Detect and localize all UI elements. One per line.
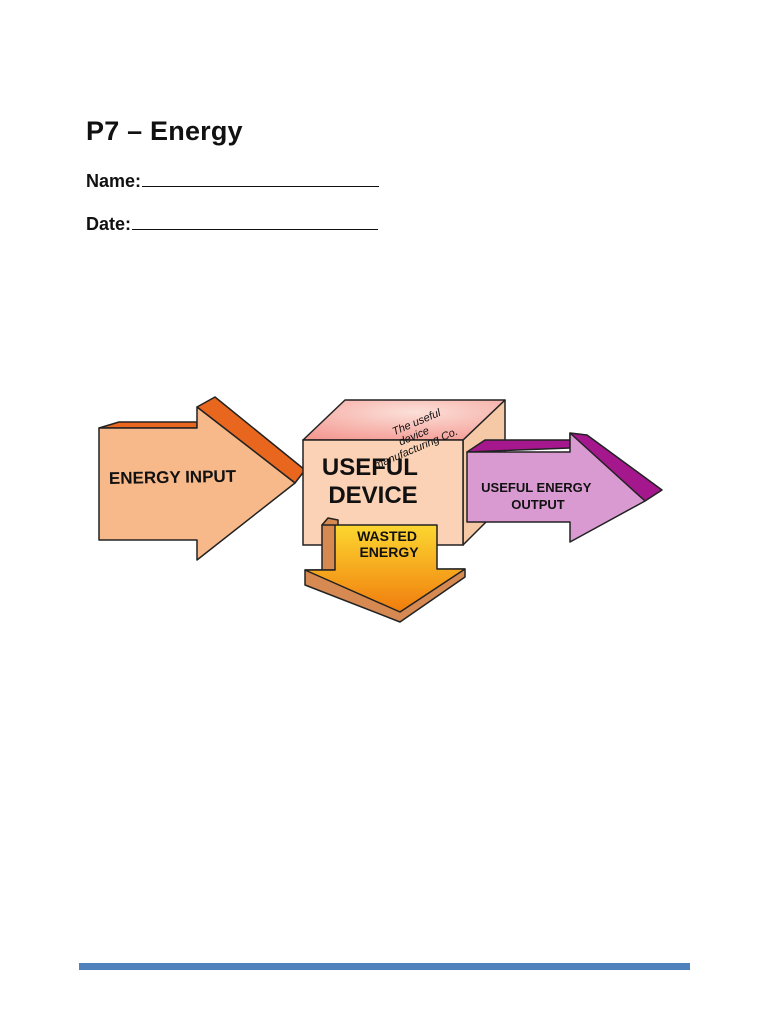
name-blank-line[interactable]	[142, 170, 380, 187]
energy-transfer-diagram: ENERGY INPUT The useful device manufactu…	[90, 385, 680, 635]
page-title: P7 – Energy	[86, 116, 243, 146]
name-label: Name:	[86, 171, 142, 191]
input-arrow-side	[98, 421, 198, 429]
date-field: Date:	[86, 213, 379, 235]
energy-input-arrow: ENERGY INPUT	[98, 396, 306, 561]
date-label: Date:	[86, 214, 132, 234]
wasted-energy-arrow: WASTED ENERGY	[304, 517, 466, 623]
output-arrow-side	[466, 439, 571, 453]
footer-rule	[79, 963, 690, 970]
wasted-arrow-face	[304, 524, 466, 613]
device-label: USEFUL DEVICE	[322, 454, 424, 509]
useful-energy-output-arrow: USEFUL ENERGY OUTPUT	[466, 432, 663, 543]
output-arrow-face	[466, 432, 646, 543]
date-blank-line[interactable]	[132, 213, 379, 230]
output-arrow-label: USEFUL ENERGY OUTPUT	[481, 480, 595, 512]
name-field: Name:	[86, 170, 380, 192]
wasted-arrow-label: WASTED ENERGY	[357, 528, 421, 560]
input-arrow-face	[98, 406, 296, 561]
input-arrow-label: ENERGY INPUT	[109, 467, 237, 488]
